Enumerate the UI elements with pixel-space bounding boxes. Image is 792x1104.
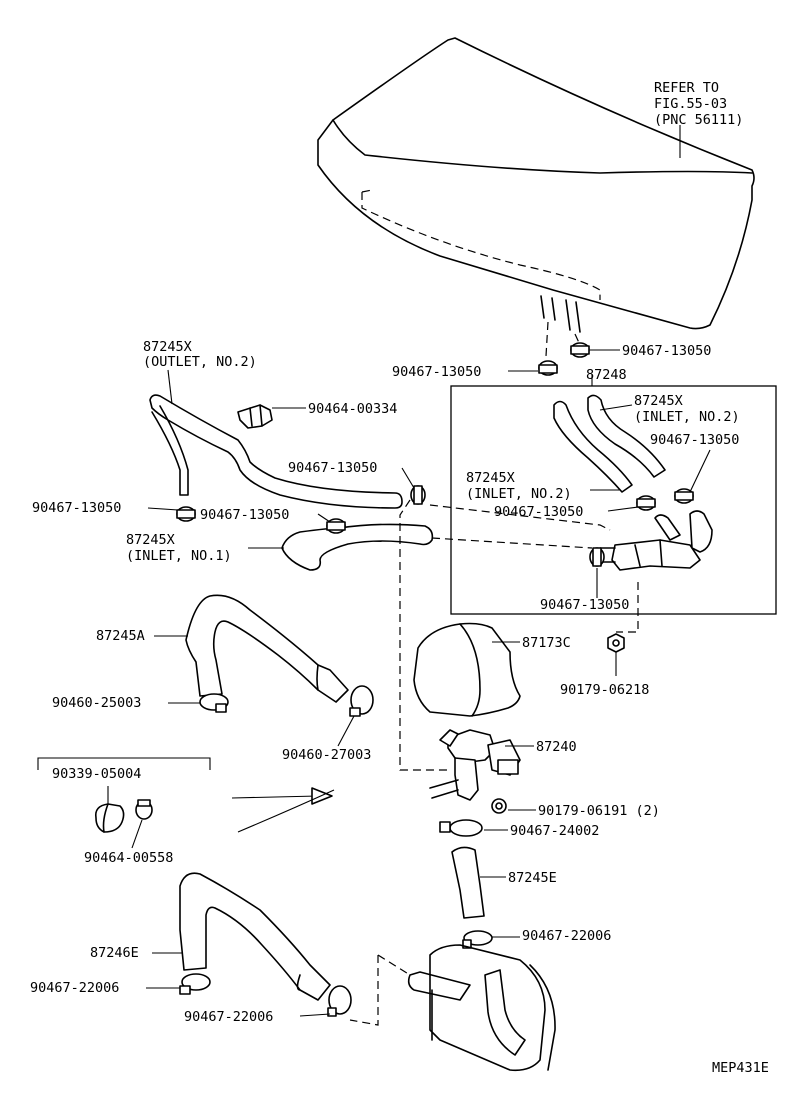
label-87245a: 87245A (96, 628, 145, 644)
hose-87246e (179, 872, 331, 1001)
nut-90179-06218 (607, 633, 625, 653)
label-90467-13050-a: 90467-13050 (622, 343, 711, 359)
label-87245x-inlet2-mid: 87245X (466, 470, 515, 486)
plug-90339-05004 (94, 803, 125, 833)
label-refer-1: REFER TO (654, 80, 719, 96)
nut-90179-06191 (491, 798, 507, 814)
hose-inlet-no2-right (587, 394, 666, 478)
diagram-id: MEP431E (712, 1060, 769, 1076)
leader-90467-d (607, 506, 639, 512)
dash-block-top (377, 954, 411, 976)
hose-inlet-no1 (281, 523, 434, 571)
label-90467-13050-g: 90467-13050 (288, 460, 377, 476)
label-87245x-inlet1: 87245X (126, 532, 175, 548)
label-87245x-inlet1-sub: (INLET, NO.1) (126, 548, 232, 564)
cover-87173c (413, 622, 521, 717)
leader-87245x-outlet (167, 369, 173, 405)
hose-outlet-no2 (149, 394, 403, 509)
label-90460-27003: 90460-27003 (282, 747, 371, 763)
clamp-90460-25003 (199, 693, 229, 713)
clamp-heater-right (570, 342, 590, 358)
label-87245x-outlet-sub: (OUTLET, NO.2) (143, 354, 257, 370)
clamp-90460-27003 (349, 685, 374, 717)
leader-87245x-inlet2-right (599, 404, 633, 411)
clamp-box-c (589, 547, 605, 567)
label-87240: 87240 (536, 739, 577, 755)
label-refer-3: (PNC 56111) (654, 112, 743, 128)
label-90467-22006-a: 90467-22006 (522, 928, 611, 944)
label-90179-06218: 90179-06218 (560, 682, 649, 698)
hose-87245a (185, 594, 349, 703)
leader-90460-27003 (337, 715, 355, 747)
clamp-90467-22006-c (327, 985, 352, 1017)
label-90467-22006-b: 90467-22006 (30, 980, 119, 996)
label-90467-13050-b: 90467-13050 (392, 364, 481, 380)
arrow-curve-icon (237, 789, 335, 833)
clamp-box-b (674, 488, 694, 504)
arrow-right-icon (231, 787, 333, 805)
dash-block-pipe (349, 955, 379, 1026)
label-90460-25003: 90460-25003 (52, 695, 141, 711)
label-90467-22006-c: 90467-22006 (184, 1009, 273, 1025)
clamp-inlet-no1 (326, 518, 346, 534)
clamp-heater-left (538, 360, 558, 376)
heater-pipe-stubs (540, 295, 581, 333)
clamp-90467-22006-a (462, 930, 493, 949)
label-87245e: 87245E (508, 870, 557, 886)
dash-down-to-valve (399, 499, 448, 771)
label-90464-00334: 90464-00334 (308, 401, 397, 417)
label-87246e: 87246E (90, 945, 139, 961)
label-90464-00558: 90464-00558 (84, 850, 173, 866)
leader-90467-c (689, 449, 711, 493)
clamp-90467-24002 (439, 819, 483, 837)
engine-block-pipe (407, 944, 556, 1072)
label-87248: 87248 (586, 367, 627, 383)
clamp-outlet-end (410, 485, 426, 505)
label-90179-06191: 90179-06191 (2) (538, 803, 660, 819)
label-87245x-inlet2-right-sub: (INLET, NO.2) (634, 409, 740, 425)
clip-90464-00334 (237, 404, 273, 429)
heater-unit-shell (317, 37, 755, 330)
leader-90467-g (401, 467, 415, 489)
water-valve-manifold (599, 510, 713, 571)
label-90467-13050-f: 90467-13050 (32, 500, 121, 516)
clamp-90467-22006-b (179, 973, 211, 995)
dash-nut-218 (616, 582, 639, 633)
leader-90464-00558 (131, 819, 143, 849)
label-90467-13050-c: 90467-13050 (650, 432, 739, 448)
leader-90467-f (147, 507, 179, 511)
label-87245x-inlet2-mid-sub: (INLET, NO.2) (466, 486, 572, 502)
label-90467-13050-e: 90467-13050 (540, 597, 629, 613)
leader-90467-22006-c (299, 1013, 331, 1017)
clamp-outlet-bottom (176, 506, 196, 522)
dash-outlet-to-valve (429, 504, 611, 531)
label-90467-13050-h: 90467-13050 (200, 507, 289, 523)
label-87245x-outlet: 87245X (143, 339, 192, 355)
optional-parts-bracket (37, 757, 211, 770)
hose-inlet-no2-left (553, 400, 633, 493)
water-valve-87240 (429, 729, 521, 801)
assembly-box-87248 (450, 385, 777, 615)
label-87245x-inlet2-right: 87245X (634, 393, 683, 409)
clamp-box-a (636, 495, 656, 511)
label-90467-24002: 90467-24002 (510, 823, 599, 839)
dash-inlet-to-valve (431, 537, 593, 549)
label-87173c: 87173C (522, 635, 571, 651)
hose-87245e (451, 846, 485, 919)
clip-90464-00558 (135, 799, 153, 820)
label-90467-13050-d: 90467-13050 (494, 504, 583, 520)
leader-90467-h (317, 513, 331, 523)
label-refer-2: FIG.55-03 (654, 96, 727, 112)
label-90339-05004: 90339-05004 (52, 766, 141, 782)
